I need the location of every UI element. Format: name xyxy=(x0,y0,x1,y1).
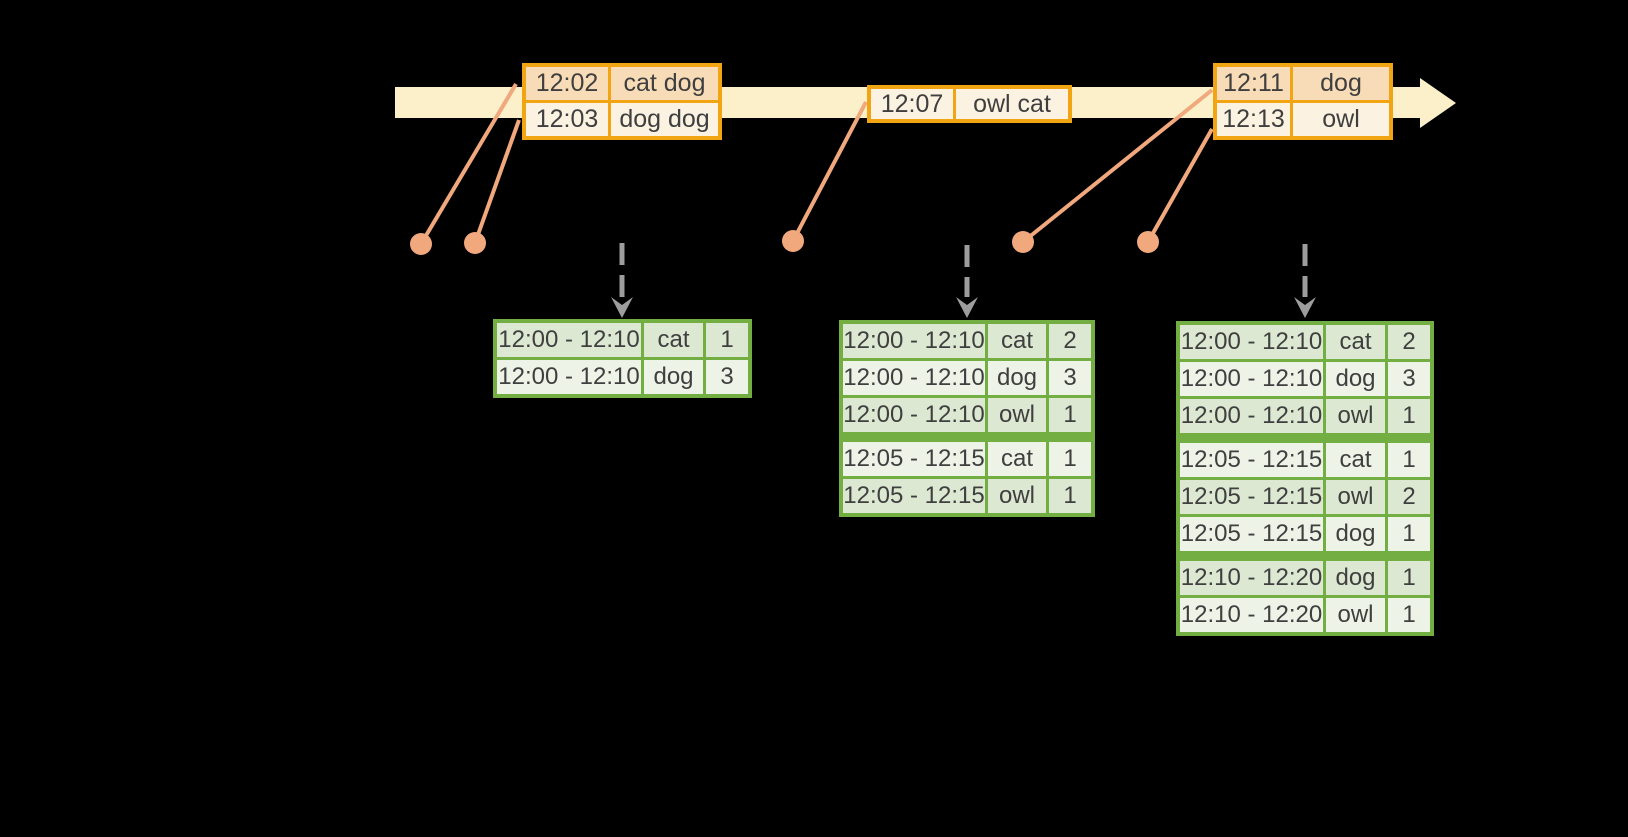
window-range-cell: 12:00 - 12:10 xyxy=(497,360,641,394)
window-range-cell: 12:00 - 12:10 xyxy=(843,361,985,395)
count-cell: 1 xyxy=(1049,479,1091,513)
event-dot xyxy=(410,233,432,255)
connector-line xyxy=(419,82,518,246)
count-cell: 1 xyxy=(1388,598,1430,632)
event-dot xyxy=(1012,231,1034,253)
window-range-cell: 12:00 - 12:10 xyxy=(1180,399,1323,433)
count-cell: 1 xyxy=(1388,399,1430,433)
event-words-cell: cat dog xyxy=(611,67,718,100)
count-cell: 3 xyxy=(1049,361,1091,395)
word-cell: dog xyxy=(988,361,1046,395)
window-range-cell: 12:00 - 12:10 xyxy=(843,324,985,358)
count-cell: 2 xyxy=(1388,325,1430,359)
event-time-cell: 12:07 xyxy=(871,89,953,119)
word-cell: dog xyxy=(1326,561,1385,595)
trigger-arrow-head xyxy=(611,297,633,318)
count-cell: 3 xyxy=(706,360,748,394)
event-words-cell: owl cat xyxy=(956,89,1068,119)
count-cell: 1 xyxy=(1388,443,1430,477)
count-cell: 2 xyxy=(1388,480,1430,514)
count-cell: 1 xyxy=(1049,398,1091,432)
window-range-cell: 12:05 - 12:15 xyxy=(1180,443,1323,477)
word-cell: dog xyxy=(644,360,703,394)
word-cell: cat xyxy=(1326,325,1385,359)
window-range-cell: 12:10 - 12:20 xyxy=(1180,561,1323,595)
window-range-cell: 12:10 - 12:20 xyxy=(1180,598,1323,632)
word-cell: owl xyxy=(988,479,1046,513)
word-cell: cat xyxy=(644,323,703,357)
window-range-cell: 12:00 - 12:10 xyxy=(843,398,985,432)
event-time-cell: 12:11 xyxy=(1217,67,1290,100)
count-cell: 1 xyxy=(1388,561,1430,595)
event-connector-lines xyxy=(419,82,1214,246)
word-cell: owl xyxy=(1326,480,1385,514)
event-words-cell: dog dog xyxy=(611,103,718,136)
window-range-cell: 12:00 - 12:10 xyxy=(1180,362,1323,396)
connector-line xyxy=(791,101,868,242)
trigger-arrow-head xyxy=(1294,297,1316,318)
count-cell: 3 xyxy=(1388,362,1430,396)
window-range-cell: 12:05 - 12:15 xyxy=(1180,480,1323,514)
event-time-cell: 12:02 xyxy=(526,67,608,100)
window-range-cell: 12:00 - 12:10 xyxy=(497,323,641,357)
word-cell: cat xyxy=(988,442,1046,476)
event-dot xyxy=(782,230,804,252)
connector-line xyxy=(1021,88,1214,244)
event-words-cell: owl xyxy=(1293,103,1389,136)
connector-line xyxy=(473,119,521,244)
trigger-arrow-icon xyxy=(1294,244,1316,318)
count-cell: 1 xyxy=(1388,517,1430,551)
word-cell: dog xyxy=(1326,517,1385,551)
window-range-cell: 12:05 - 12:15 xyxy=(1180,517,1323,551)
window-range-cell: 12:05 - 12:15 xyxy=(843,442,985,476)
word-cell: owl xyxy=(1326,598,1385,632)
event-time-cell: 12:13 xyxy=(1217,103,1290,136)
word-cell: cat xyxy=(1326,443,1385,477)
event-dot xyxy=(1137,231,1159,253)
trigger-arrow-head xyxy=(956,297,978,318)
word-cell: cat xyxy=(988,324,1046,358)
window-range-cell: 12:05 - 12:15 xyxy=(843,479,985,513)
word-cell: dog xyxy=(1326,362,1385,396)
event-dots xyxy=(410,230,1159,255)
count-cell: 2 xyxy=(1049,324,1091,358)
event-dot xyxy=(464,232,486,254)
trigger-arrow-icon xyxy=(611,243,633,318)
trigger-arrow-icon xyxy=(956,245,978,318)
event-time-cell: 12:03 xyxy=(526,103,608,136)
word-cell: owl xyxy=(1326,399,1385,433)
count-cell: 1 xyxy=(706,323,748,357)
word-cell: owl xyxy=(988,398,1046,432)
count-cell: 1 xyxy=(1049,442,1091,476)
event-words-cell: dog xyxy=(1293,67,1389,100)
connector-line xyxy=(1146,128,1214,243)
window-range-cell: 12:00 - 12:10 xyxy=(1180,325,1323,359)
